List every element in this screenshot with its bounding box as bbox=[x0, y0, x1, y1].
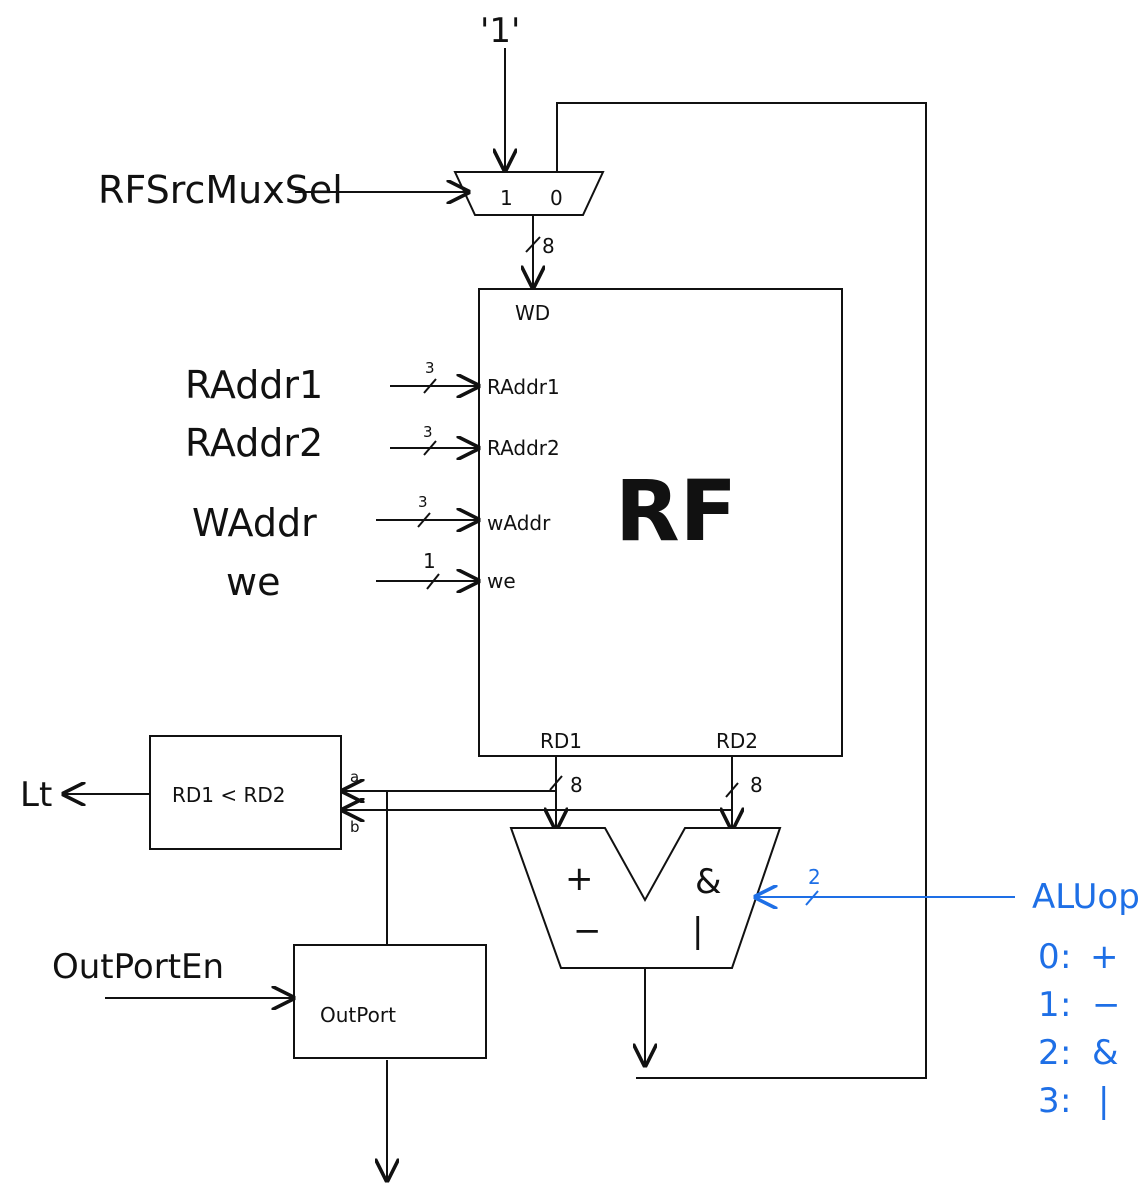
alu-shape bbox=[509, 827, 782, 969]
mux-in0-label: 0 bbox=[550, 186, 563, 210]
alu-op-or: | bbox=[692, 911, 703, 951]
aluop-label: ALUop bbox=[1032, 877, 1140, 917]
mux-in1-label: 1 bbox=[500, 186, 513, 210]
legend-colon: : bbox=[1060, 1081, 1071, 1121]
comparator-output-label: Lt bbox=[20, 775, 52, 815]
input-raddr1-label: RAddr1 bbox=[185, 363, 323, 407]
rf-port-we: we bbox=[487, 569, 516, 593]
rf-port-rd2: RD2 bbox=[716, 729, 758, 753]
rd-buses: 8 8 bbox=[343, 757, 763, 944]
rf-port-raddr1: RAddr1 bbox=[487, 375, 560, 399]
rf-port-raddr2: RAddr2 bbox=[487, 436, 560, 460]
raddr2-width: 3 bbox=[423, 423, 433, 441]
mux-shape bbox=[453, 171, 605, 216]
alu-op-and: & bbox=[695, 862, 722, 902]
we-width-slash bbox=[426, 573, 440, 590]
waddr-width: 3 bbox=[418, 493, 428, 511]
rd1-width-slash bbox=[549, 775, 563, 791]
raddr2-width-slash bbox=[423, 440, 437, 456]
legend-code: 3 bbox=[1038, 1081, 1060, 1121]
rd2-width-slash bbox=[725, 782, 739, 798]
legend-op: + bbox=[1090, 937, 1119, 977]
mux-const-input-label: '1' bbox=[480, 11, 520, 51]
outport-enable-label: OutPortEn bbox=[52, 947, 224, 987]
legend-colon: : bbox=[1060, 1033, 1071, 1073]
mux-out-width-slash bbox=[525, 236, 541, 253]
input-waddr-label: WAddr bbox=[192, 501, 317, 545]
mux-out-width: 8 bbox=[542, 234, 555, 258]
comparator-in-b: b bbox=[350, 818, 360, 836]
rf-src-mux: '1' 1 0 RFSrcMuxSel 8 bbox=[98, 11, 605, 287]
legend-op: − bbox=[1092, 985, 1121, 1025]
rf-name: RF bbox=[615, 462, 737, 560]
rf-port-wd: WD bbox=[515, 301, 550, 325]
aluop-width-slash bbox=[805, 890, 819, 906]
aluop-width: 2 bbox=[808, 865, 821, 889]
rd2-width: 8 bbox=[750, 773, 763, 797]
rf-box bbox=[478, 288, 843, 757]
we-width: 1 bbox=[423, 549, 436, 573]
outport-name: OutPort bbox=[320, 1003, 396, 1027]
raddr1-width: 3 bbox=[425, 359, 435, 377]
outport-box bbox=[293, 944, 487, 1059]
mux-sel-label: RFSrcMuxSel bbox=[98, 168, 343, 212]
rf-port-waddr: wAddr bbox=[487, 511, 551, 535]
rd1-width: 8 bbox=[570, 773, 583, 797]
raddr1-width-slash bbox=[423, 378, 437, 394]
comparator-expr: RD1 < RD2 bbox=[172, 783, 286, 807]
comparator: RD1 < RD2 a b Lt bbox=[20, 735, 360, 850]
legend-code: 1 bbox=[1038, 985, 1060, 1025]
comparator-in-a: a bbox=[350, 768, 359, 786]
input-raddr2-label: RAddr2 bbox=[185, 421, 323, 465]
alu-feedback-wire bbox=[556, 102, 927, 1079]
input-we-label: we bbox=[226, 560, 280, 604]
rf-port-rd1: RD1 bbox=[540, 729, 582, 753]
legend-op: & bbox=[1092, 1033, 1119, 1073]
legend-op: | bbox=[1098, 1081, 1109, 1121]
legend-colon: : bbox=[1060, 937, 1071, 977]
outport: OutPort OutPortEn bbox=[52, 944, 487, 1180]
comparator-box bbox=[149, 735, 342, 850]
rf-inputs: RAddr1 3 RAddr2 3 WAddr 3 we 1 bbox=[185, 359, 478, 604]
alu-op-plus: + bbox=[565, 859, 594, 899]
legend-code: 2 bbox=[1038, 1033, 1060, 1073]
aluop-legend: 0 : + 1 : − 2 : & 3 : | bbox=[1038, 937, 1121, 1121]
register-file: WD RAddr1 RAddr2 wAddr we RF RD1 RD2 bbox=[478, 288, 843, 757]
waddr-width-slash bbox=[417, 512, 431, 528]
alu-op-minus: − bbox=[573, 911, 602, 951]
legend-colon: : bbox=[1060, 985, 1071, 1025]
legend-code: 0 bbox=[1038, 937, 1060, 977]
alu: + − & | 2 ALUop 0 : + 1 : − 2 : & 3 : | bbox=[509, 827, 1140, 1121]
